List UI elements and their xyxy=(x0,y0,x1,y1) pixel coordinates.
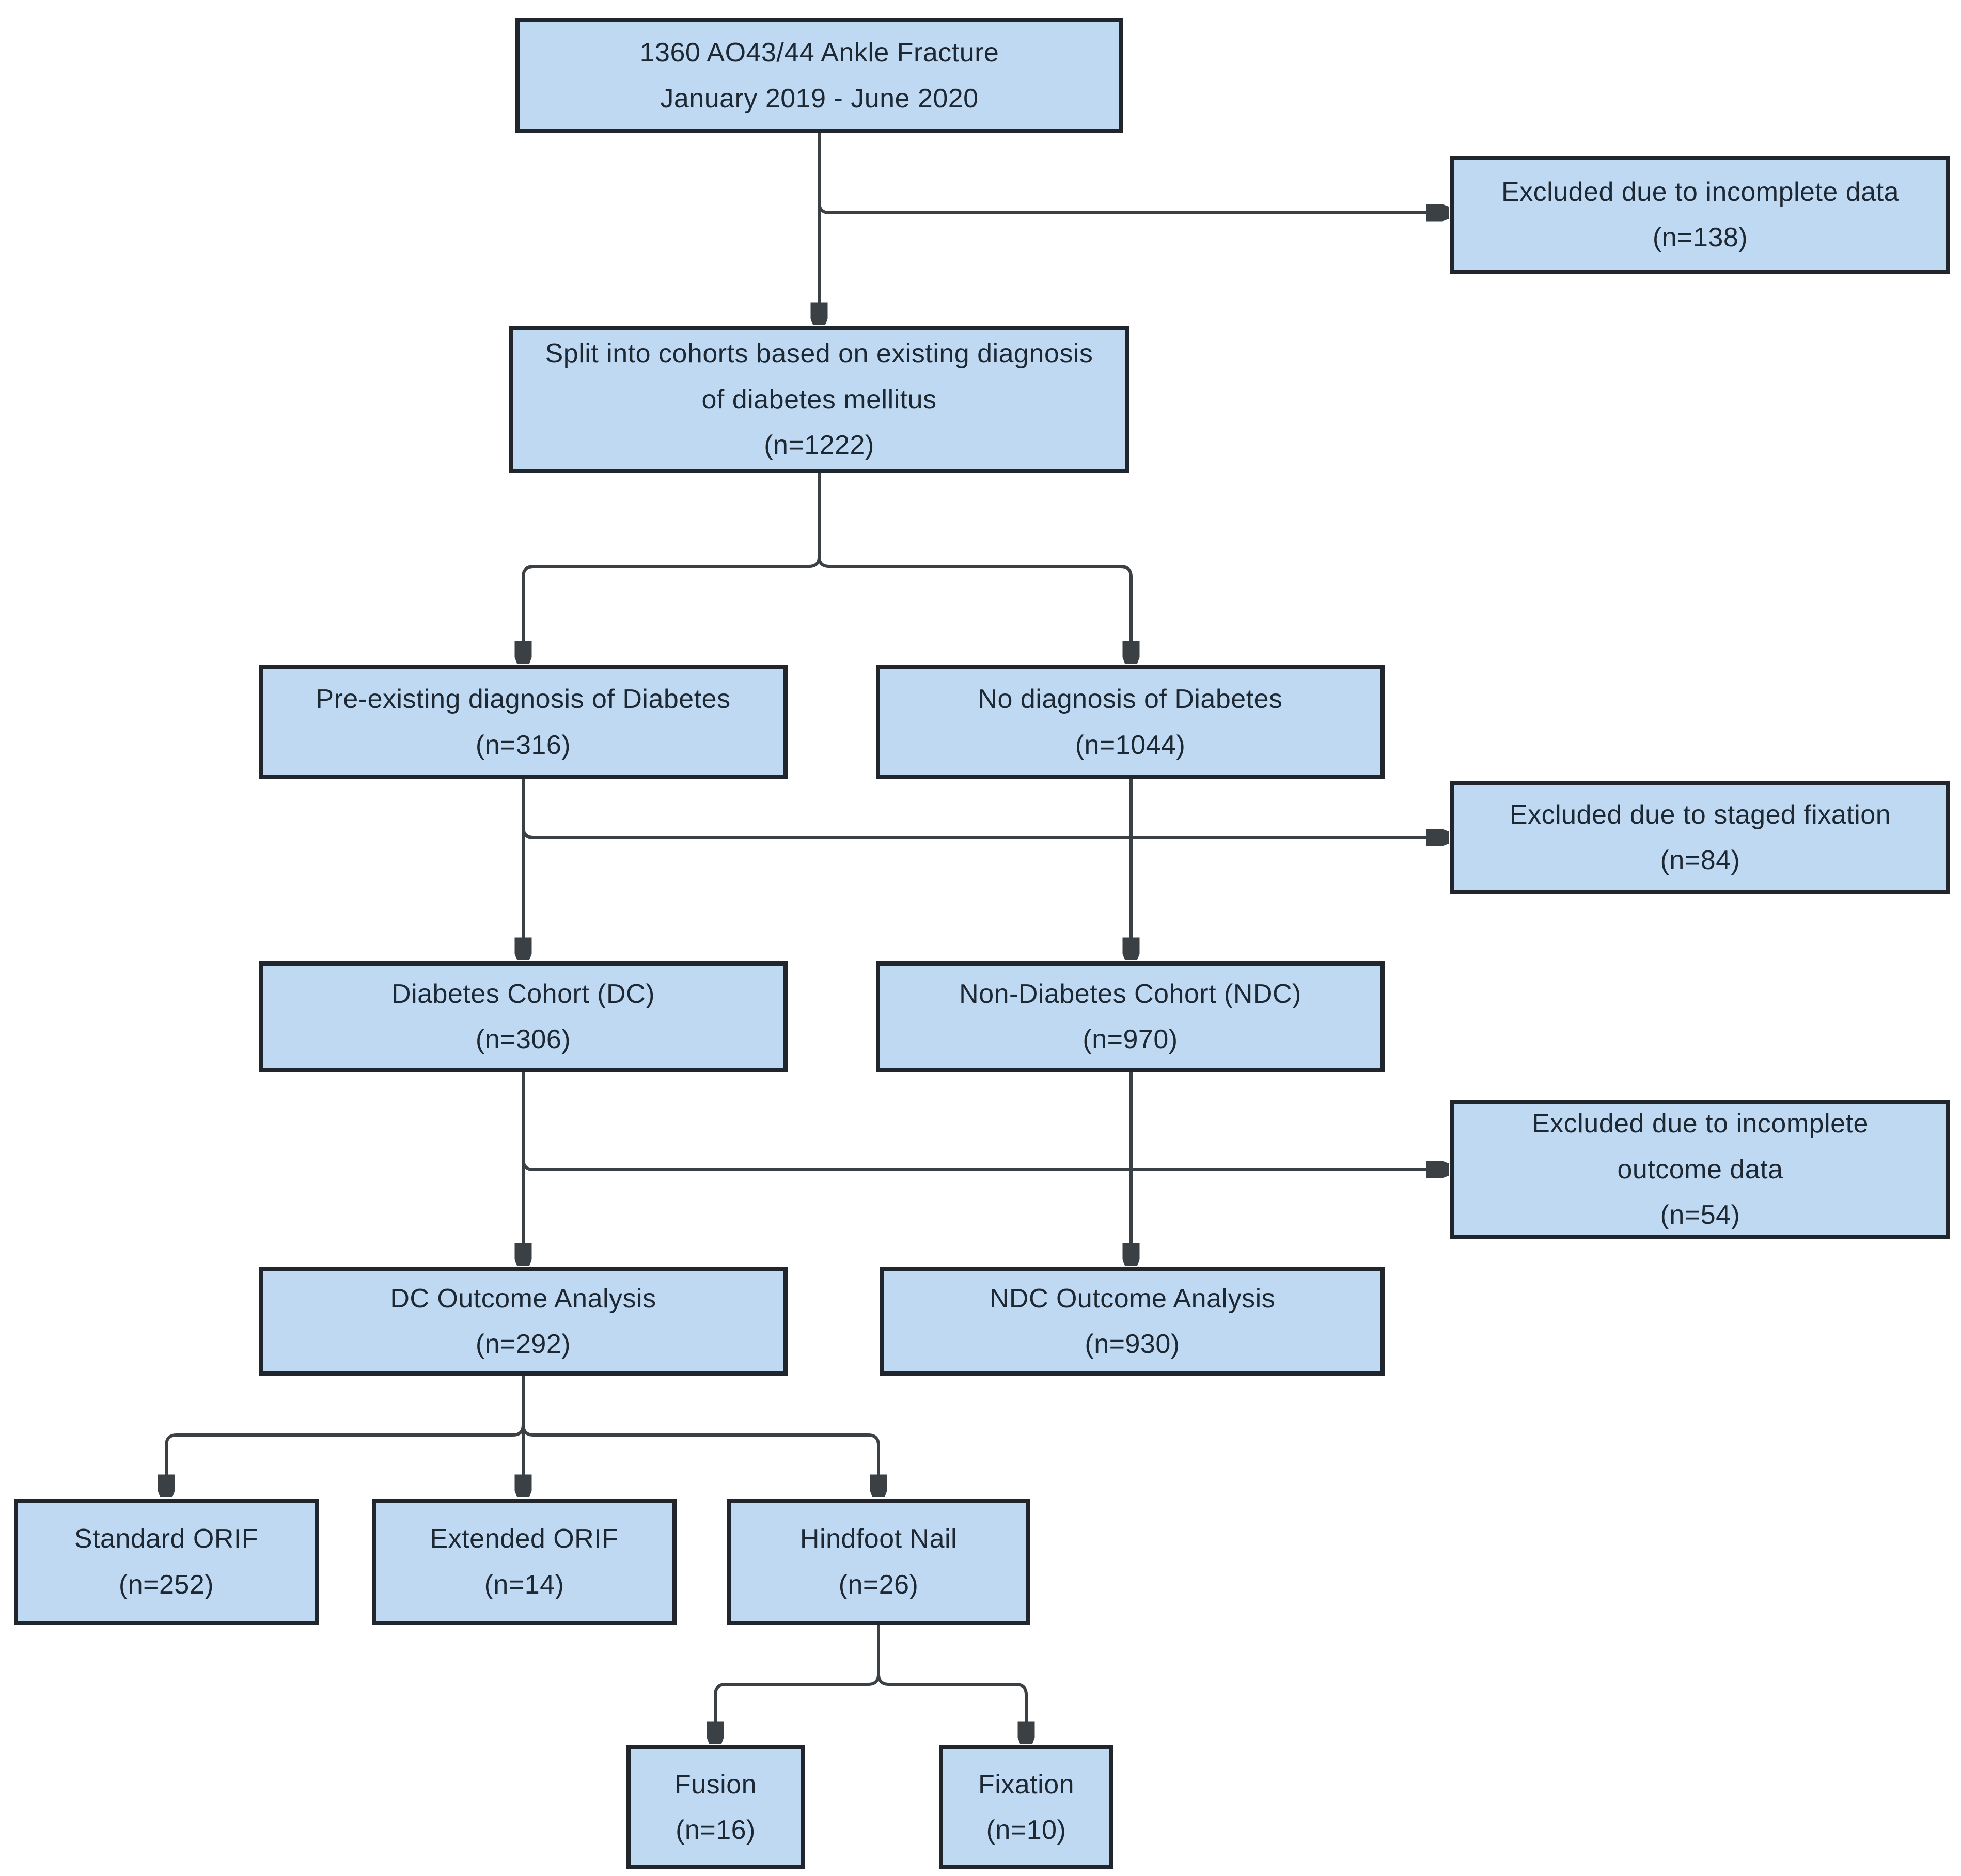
node-no-diabetes: No diagnosis of Diabetes (n=1044) xyxy=(876,665,1385,779)
node-fusion-label: Fusion (n=16) xyxy=(674,1769,757,1845)
node-total-fractures: 1360 AO43/44 Ankle Fracture January 2019… xyxy=(515,18,1123,133)
edge-to-excluded-incomplete-data xyxy=(818,202,1447,213)
edge-hindfoot-to-fixation xyxy=(877,1625,1026,1742)
node-split-cohorts: Split into cohorts based on existing dia… xyxy=(509,326,1129,473)
edge-to-excluded-staged-fixation xyxy=(522,827,1447,838)
node-standard-orif-label: Standard ORIF (n=252) xyxy=(74,1524,259,1600)
node-non-diabetes-cohort-label: Non-Diabetes Cohort (NDC) (n=970) xyxy=(959,979,1301,1054)
edge-to-excluded-incomplete-outcome xyxy=(522,1159,1447,1170)
node-fixation: Fixation (n=10) xyxy=(939,1745,1113,1869)
edge-dcoutcome-to-standard-orif xyxy=(166,1376,525,1495)
node-extended-orif-label: Extended ORIF (n=14) xyxy=(430,1524,619,1600)
edge-dcoutcome-to-hindfoot-nail xyxy=(522,1376,878,1495)
node-preexisting-diabetes-label: Pre-existing diagnosis of Diabetes (n=31… xyxy=(316,684,731,760)
node-excluded-staged-fixation: Excluded due to staged fixation (n=84) xyxy=(1450,781,1950,894)
node-hindfoot-nail-label: Hindfoot Nail (n=26) xyxy=(799,1524,958,1600)
node-preexisting-diabetes: Pre-existing diagnosis of Diabetes (n=31… xyxy=(259,665,788,779)
node-excluded-incomplete-data: Excluded due to incomplete data (n=138) xyxy=(1450,156,1950,274)
node-excluded-incomplete-data-label: Excluded due to incomplete data (n=138) xyxy=(1501,177,1899,253)
node-fixation-label: Fixation (n=10) xyxy=(978,1769,1075,1845)
node-excluded-incomplete-outcome-label: Excluded due to incomplete outcome data … xyxy=(1532,1109,1869,1231)
node-total-fractures-label: 1360 AO43/44 Ankle Fracture January 2019… xyxy=(639,38,999,114)
node-extended-orif: Extended ORIF (n=14) xyxy=(372,1499,677,1625)
node-excluded-staged-fixation-label: Excluded due to staged fixation (n=84) xyxy=(1509,799,1891,875)
node-ndc-outcome-label: NDC Outcome Analysis (n=930) xyxy=(989,1283,1276,1359)
edge-hindfoot-to-fusion xyxy=(715,1625,880,1742)
node-diabetes-cohort: Diabetes Cohort (DC) (n=306) xyxy=(259,961,788,1072)
edge-split-to-preexisting xyxy=(523,473,821,662)
node-dc-outcome-label: DC Outcome Analysis (n=292) xyxy=(390,1283,656,1359)
edge-split-to-nodiabetes xyxy=(818,473,1131,662)
node-fusion: Fusion (n=16) xyxy=(626,1745,805,1869)
node-non-diabetes-cohort: Non-Diabetes Cohort (NDC) (n=970) xyxy=(876,961,1385,1072)
node-dc-outcome: DC Outcome Analysis (n=292) xyxy=(259,1267,788,1376)
node-standard-orif: Standard ORIF (n=252) xyxy=(14,1499,319,1625)
node-excluded-incomplete-outcome: Excluded due to incomplete outcome data … xyxy=(1450,1100,1950,1239)
node-no-diabetes-label: No diagnosis of Diabetes (n=1044) xyxy=(978,684,1283,760)
node-ndc-outcome: NDC Outcome Analysis (n=930) xyxy=(880,1267,1385,1376)
node-diabetes-cohort-label: Diabetes Cohort (DC) (n=306) xyxy=(391,979,655,1054)
node-hindfoot-nail: Hindfoot Nail (n=26) xyxy=(727,1499,1030,1625)
node-split-cohorts-label: Split into cohorts based on existing dia… xyxy=(545,339,1093,461)
